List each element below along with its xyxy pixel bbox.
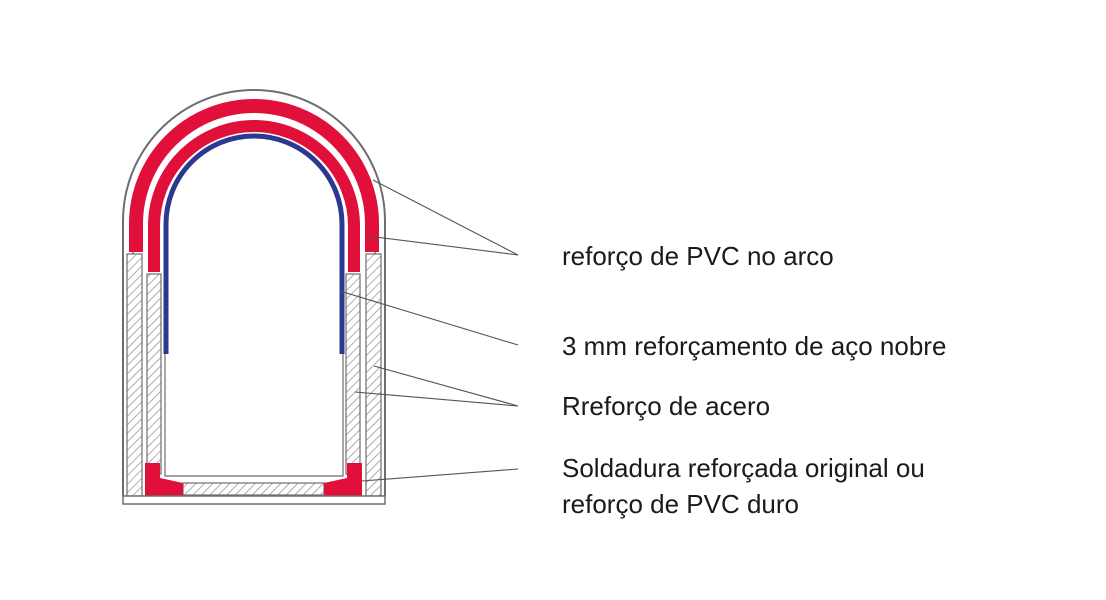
corner-weld-right: [324, 463, 362, 496]
leader-weld: [361, 468, 519, 482]
leader-lines: [339, 179, 519, 482]
corner-weld-left: [145, 463, 183, 496]
glazing-opening-outline: [164, 134, 344, 477]
leader-pvc-arc-outer: [372, 179, 519, 256]
leader-steel-inner: [354, 391, 519, 407]
label-steel-reinforcement: Rreforço de acero: [562, 391, 771, 421]
steel-reinforcement-bottom: [182, 482, 325, 496]
stainless-steel-reinforcement: [163, 133, 345, 354]
label-pvc-arc-reinforcement: reforço de PVC no arco: [562, 241, 834, 271]
steel-reinforcement-inner-left: [146, 273, 162, 475]
leader-steel-outer: [373, 365, 519, 407]
base-sill-plate: [122, 495, 386, 505]
steel-reinforcement-inner-right: [345, 273, 361, 475]
outer-frame-outline: [122, 89, 386, 496]
label-weld-line-1: Soldadura reforçada original ou: [562, 453, 925, 483]
label-stainless-steel-reinforcement: 3 mm reforçamento de aço nobre: [562, 331, 947, 361]
leader-stainless-steel: [339, 290, 519, 346]
label-weld-line-2: reforço de PVC duro: [562, 489, 800, 519]
steel-reinforcement-left: [126, 253, 143, 497]
pvc-reinforcement-arc-outer: [129, 99, 379, 252]
steel-reinforcement-right: [365, 253, 382, 497]
inner-frame-outline: [132, 102, 376, 496]
leader-pvc-arc-inner: [367, 235, 519, 256]
pvc-reinforcement-arc-inner: [148, 120, 360, 272]
